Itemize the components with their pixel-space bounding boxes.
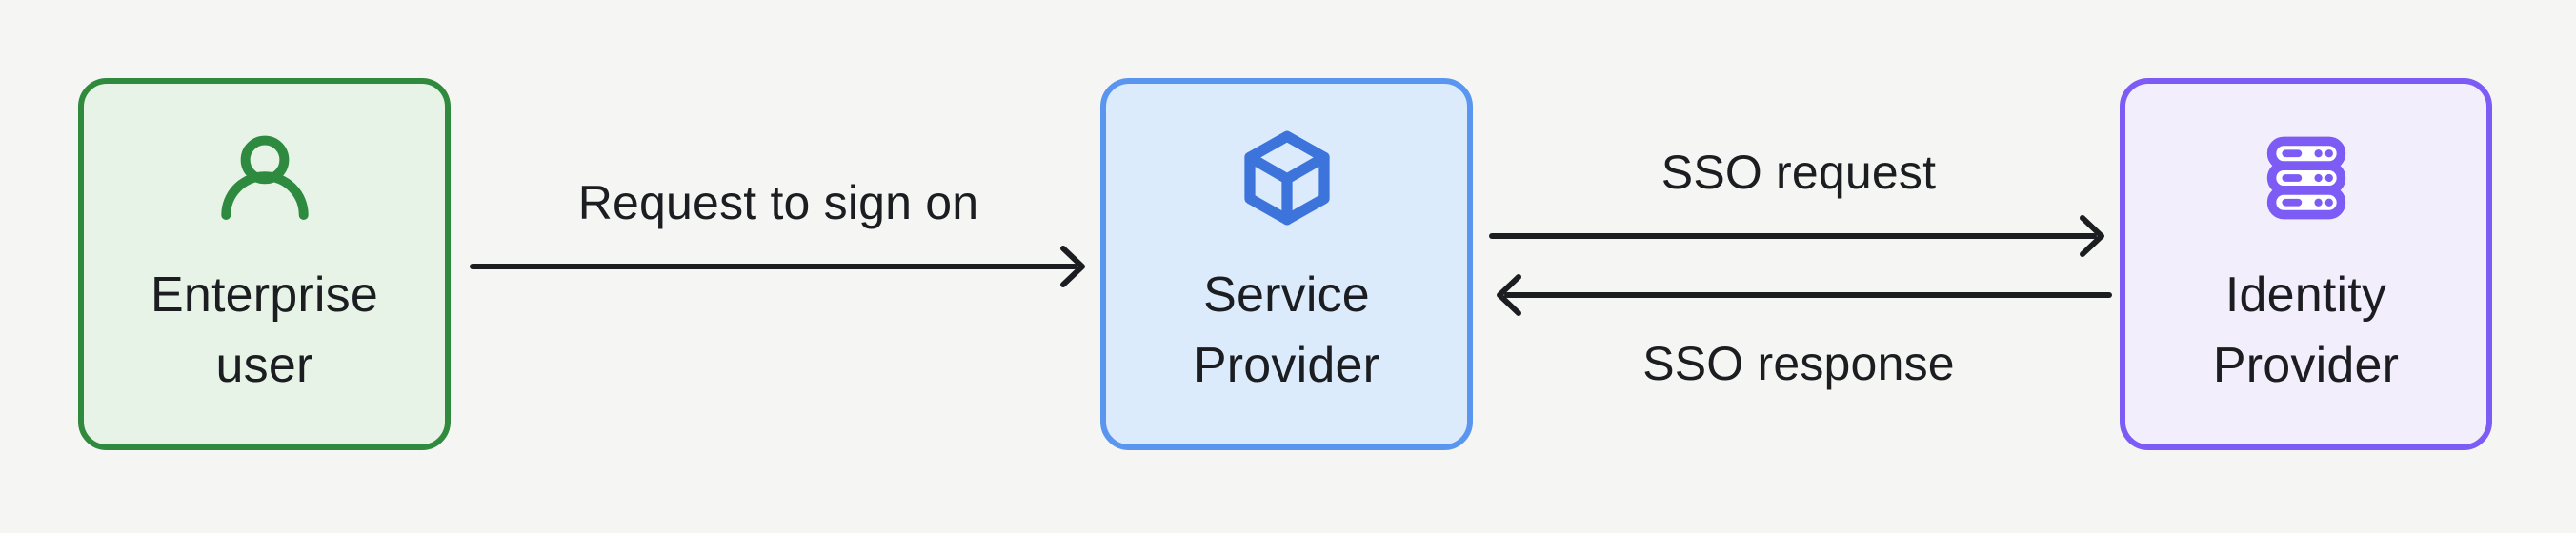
arrow-sso-response <box>1497 274 2112 316</box>
node-identity-provider: Identity Provider <box>2120 78 2492 450</box>
node-label: Identity Provider <box>2212 266 2400 393</box>
user-icon <box>215 128 314 227</box>
arrow-request-to-sign-on <box>470 246 1085 287</box>
node-enterprise-user: Enterprise user <box>78 78 451 450</box>
cube-icon <box>1238 128 1337 227</box>
node-label: Service Provider <box>1193 266 1380 393</box>
arrow-sso-request <box>1489 215 2104 257</box>
edge-label-sso-response: SSO response <box>1642 337 1955 390</box>
server-icon <box>2257 128 2356 227</box>
edge-label-sso-request: SSO request <box>1660 146 1937 199</box>
node-service-provider: Service Provider <box>1100 78 1473 450</box>
node-label: Enterprise user <box>151 266 378 393</box>
edge-label-request-to-sign-on: Request to sign on <box>577 176 979 229</box>
